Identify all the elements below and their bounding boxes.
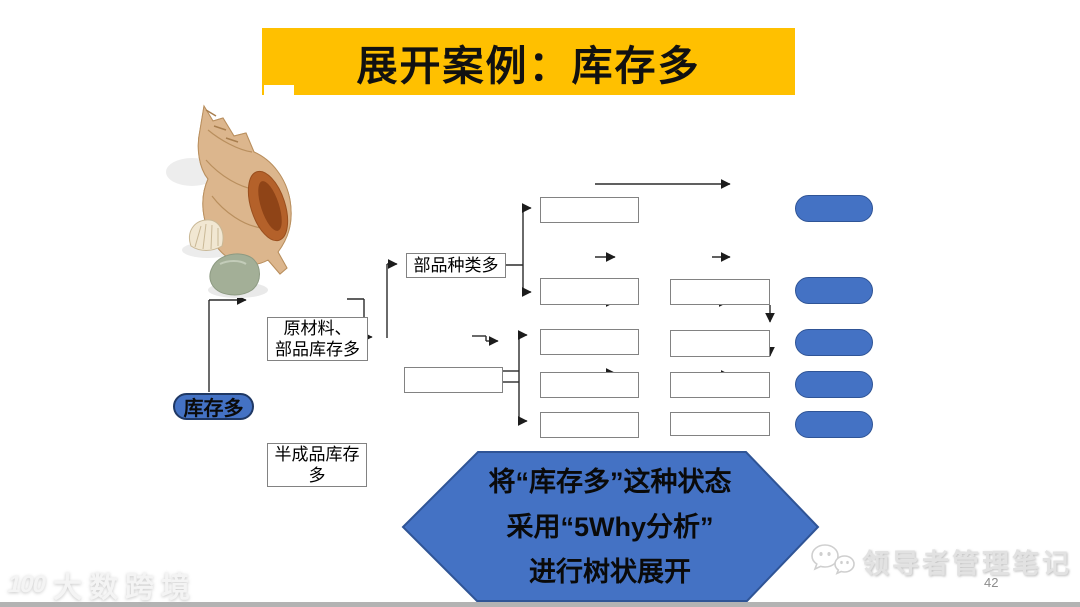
hexagon-line1: 将“库存多”这种状态 xyxy=(488,467,732,497)
empty-node-level4-5 xyxy=(540,412,639,438)
result-capsule-2 xyxy=(795,277,873,304)
title-banner: 展开案例：库存多 xyxy=(262,28,795,95)
wechat-footer: 领导者管理笔记 xyxy=(808,541,1072,581)
node-parts-variety: 部品种类多 xyxy=(406,253,506,278)
node-raw-material-line2: 部品库存多 xyxy=(275,340,360,359)
wechat-icon xyxy=(811,544,855,575)
empty-node-level4-3 xyxy=(540,329,639,355)
empty-node-level4-2 xyxy=(540,278,639,305)
result-capsule-3 xyxy=(795,329,873,356)
result-capsule-4 xyxy=(795,371,873,398)
empty-node-level4-1 xyxy=(540,197,639,223)
result-capsule-1 xyxy=(795,195,873,222)
node-semi-finished: 半成品库存多 xyxy=(267,443,367,487)
brand-name: 大数跨境 xyxy=(53,572,198,604)
cockle-shell xyxy=(189,219,224,251)
empty-node-level5-3 xyxy=(670,372,770,398)
node-raw-material: 原材料、 部品库存多 xyxy=(267,317,368,361)
root-node-label: 库存多 xyxy=(183,398,244,420)
empty-node-level4-4 xyxy=(540,372,639,398)
connector-parts-to-level4 xyxy=(506,203,532,297)
page-number: 42 xyxy=(984,575,999,590)
node-semi-finished-label: 半成品库存多 xyxy=(274,445,360,485)
green-pebble xyxy=(209,253,260,296)
node-raw-material-line1: 原材料、 xyxy=(283,319,352,338)
empty-node-level3 xyxy=(404,367,503,393)
node-parts-variety-label: 部品种类多 xyxy=(413,256,499,275)
slide-bottom-edge xyxy=(0,602,1080,607)
wechat-account-name: 领导者管理笔记 xyxy=(862,548,1072,579)
hexagon-line2: 采用“5Why分析” xyxy=(506,512,714,542)
empty-node-level5-2 xyxy=(670,330,770,357)
empty-node-level5-4 xyxy=(670,412,770,436)
watermark-brand: 100 大数跨境 xyxy=(5,564,198,606)
banner-notch xyxy=(264,85,294,95)
page-title: 展开案例：库存多 xyxy=(356,42,701,89)
connector-emptybox-branches xyxy=(472,330,528,426)
result-capsule-5 xyxy=(795,411,873,438)
hexagon-line3: 进行树状展开 xyxy=(529,557,691,587)
hexagon-callout-text: 将“库存多”这种状态 采用“5Why分析” 进行树状展开 xyxy=(430,460,790,595)
